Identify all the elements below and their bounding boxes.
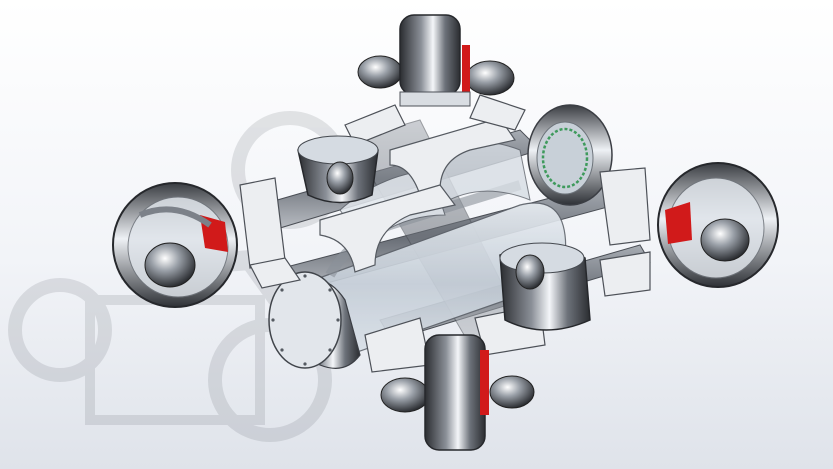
accent-red: [462, 45, 470, 97]
thruster-shroud-vertical-1: [297, 135, 379, 204]
thruster-left: [112, 182, 238, 308]
mount-bracket: [469, 94, 526, 131]
mount-bracket: [599, 251, 651, 297]
accent-red: [480, 350, 489, 415]
thruster-top: [357, 14, 515, 107]
end-cap-rear: [527, 104, 613, 206]
thruster-right: [657, 162, 779, 288]
mount-bracket: [599, 167, 651, 246]
mount-bracket: [249, 257, 302, 289]
hull-clamp: [319, 117, 516, 273]
mount-bracket-group: [239, 94, 651, 373]
thruster-bottom: [380, 334, 535, 451]
end-cap-front: [268, 271, 361, 369]
thruster-shroud-vertical-2: [499, 242, 591, 331]
